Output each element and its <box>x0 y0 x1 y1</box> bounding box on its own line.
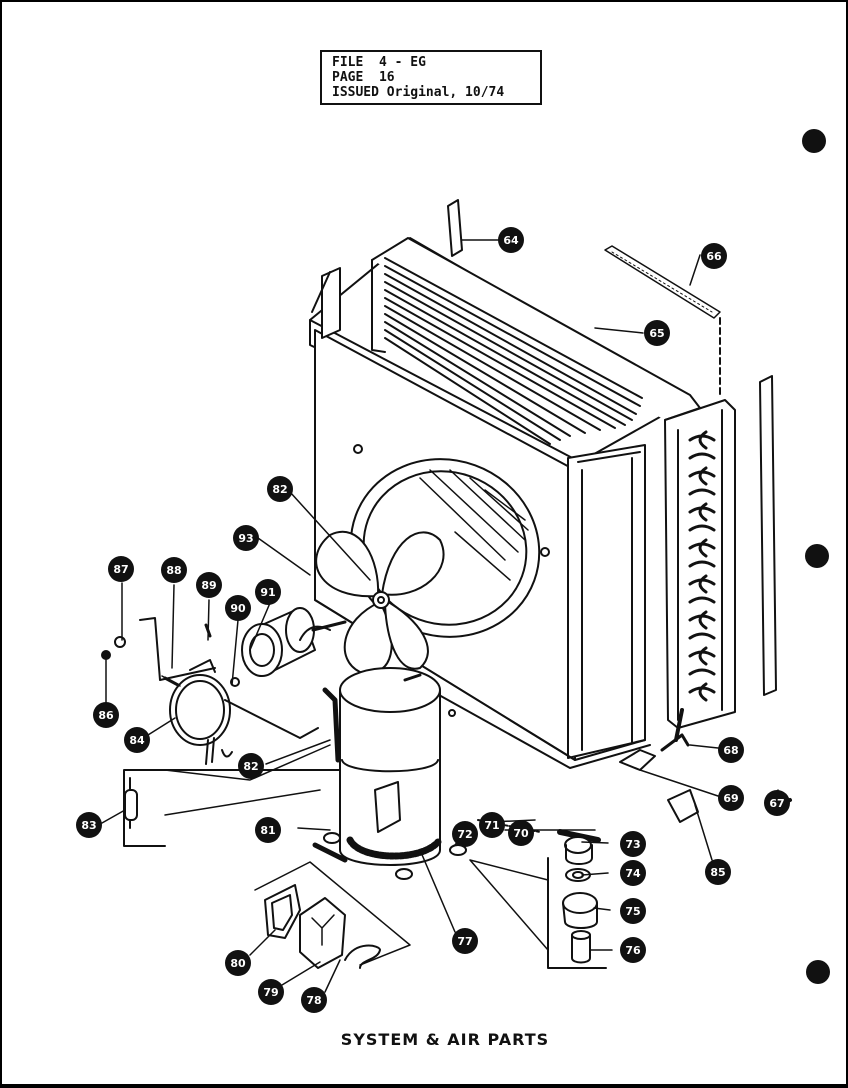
svg-text:84: 84 <box>129 734 145 747</box>
svg-text:75: 75 <box>625 905 640 918</box>
callout-72: 72 <box>452 821 478 847</box>
callouts: 64 65 66 67 68 69 70 71 72 73 74 75 76 7… <box>76 227 790 1013</box>
filter-drier <box>123 744 341 847</box>
fan-motor <box>241 607 347 677</box>
callout-81: 81 <box>255 817 281 843</box>
svg-text:89: 89 <box>201 579 216 592</box>
svg-text:73: 73 <box>625 838 640 851</box>
fan-blade <box>315 530 445 675</box>
mounting-hardware-stack <box>469 836 607 969</box>
compressor <box>312 667 467 880</box>
callout-71: 71 <box>479 812 505 838</box>
svg-text:85: 85 <box>710 866 725 879</box>
callout-78: 78 <box>301 987 327 1013</box>
coil-return-bends <box>688 430 716 702</box>
punch-hole-middle <box>805 544 829 568</box>
svg-text:82: 82 <box>272 483 287 496</box>
svg-text:66: 66 <box>706 250 722 263</box>
callout-68: 68 <box>718 737 744 763</box>
callout-84: 84 <box>124 727 150 753</box>
callout-69: 69 <box>718 785 744 811</box>
callout-79: 79 <box>258 979 284 1005</box>
callout-67: 67 <box>764 790 790 816</box>
callout-75: 75 <box>620 898 646 924</box>
svg-text:91: 91 <box>260 586 275 599</box>
svg-text:77: 77 <box>457 935 472 948</box>
svg-text:83: 83 <box>81 819 96 832</box>
callout-70: 70 <box>508 820 534 846</box>
callout-83: 83 <box>76 812 102 838</box>
svg-text:93: 93 <box>238 532 253 545</box>
svg-text:81: 81 <box>260 824 275 837</box>
svg-text:67: 67 <box>769 797 784 810</box>
svg-text:69: 69 <box>723 792 738 805</box>
callout-77: 77 <box>452 928 478 954</box>
callout-90: 90 <box>225 595 251 621</box>
svg-text:72: 72 <box>457 828 472 841</box>
callout-74: 74 <box>620 860 646 886</box>
svg-text:64: 64 <box>503 234 519 247</box>
svg-text:80: 80 <box>230 957 246 970</box>
callout-87: 87 <box>108 556 134 582</box>
svg-text:86: 86 <box>98 709 114 722</box>
callout-80: 80 <box>225 950 251 976</box>
punch-hole-bottom <box>806 960 830 984</box>
callout-73: 73 <box>620 831 646 857</box>
issued-line: ISSUED Original, 10/74 <box>332 85 505 100</box>
svg-text:88: 88 <box>166 564 181 577</box>
svg-text:82: 82 <box>243 760 258 773</box>
condenser-coil <box>371 237 736 729</box>
svg-text:70: 70 <box>513 827 529 840</box>
page-line: PAGE 16 <box>332 70 395 85</box>
svg-text:79: 79 <box>263 986 278 999</box>
svg-text:65: 65 <box>649 327 664 340</box>
file-line: FILE 4 - EG <box>332 55 426 70</box>
diagram-caption: SYSTEM & AIR PARTS <box>340 1030 550 1049</box>
terminal-cover-set <box>254 861 411 969</box>
svg-text:78: 78 <box>306 994 321 1007</box>
callout-82: 82 <box>238 753 264 779</box>
callout-82b: 82 <box>267 476 293 502</box>
callout-65: 65 <box>644 320 670 346</box>
file-info-box: FILE 4 - EG PAGE 16 ISSUED Original, 10/… <box>320 50 542 105</box>
callout-64: 64 <box>498 227 524 253</box>
svg-text:71: 71 <box>484 819 499 832</box>
svg-text:76: 76 <box>625 944 641 957</box>
svg-text:68: 68 <box>723 744 738 757</box>
callout-88: 88 <box>161 557 187 583</box>
callout-93: 93 <box>233 525 259 551</box>
motor-mount <box>139 617 319 765</box>
callout-76: 76 <box>620 937 646 963</box>
svg-text:74: 74 <box>625 867 641 880</box>
callout-66: 66 <box>701 243 727 269</box>
rails-and-strips <box>447 199 777 696</box>
callout-86: 86 <box>93 702 119 728</box>
callout-89: 89 <box>196 572 222 598</box>
callout-85: 85 <box>705 859 731 885</box>
callout-91: 91 <box>255 579 281 605</box>
svg-text:90: 90 <box>230 602 246 615</box>
svg-text:87: 87 <box>113 563 128 576</box>
punch-hole-top <box>802 129 826 153</box>
